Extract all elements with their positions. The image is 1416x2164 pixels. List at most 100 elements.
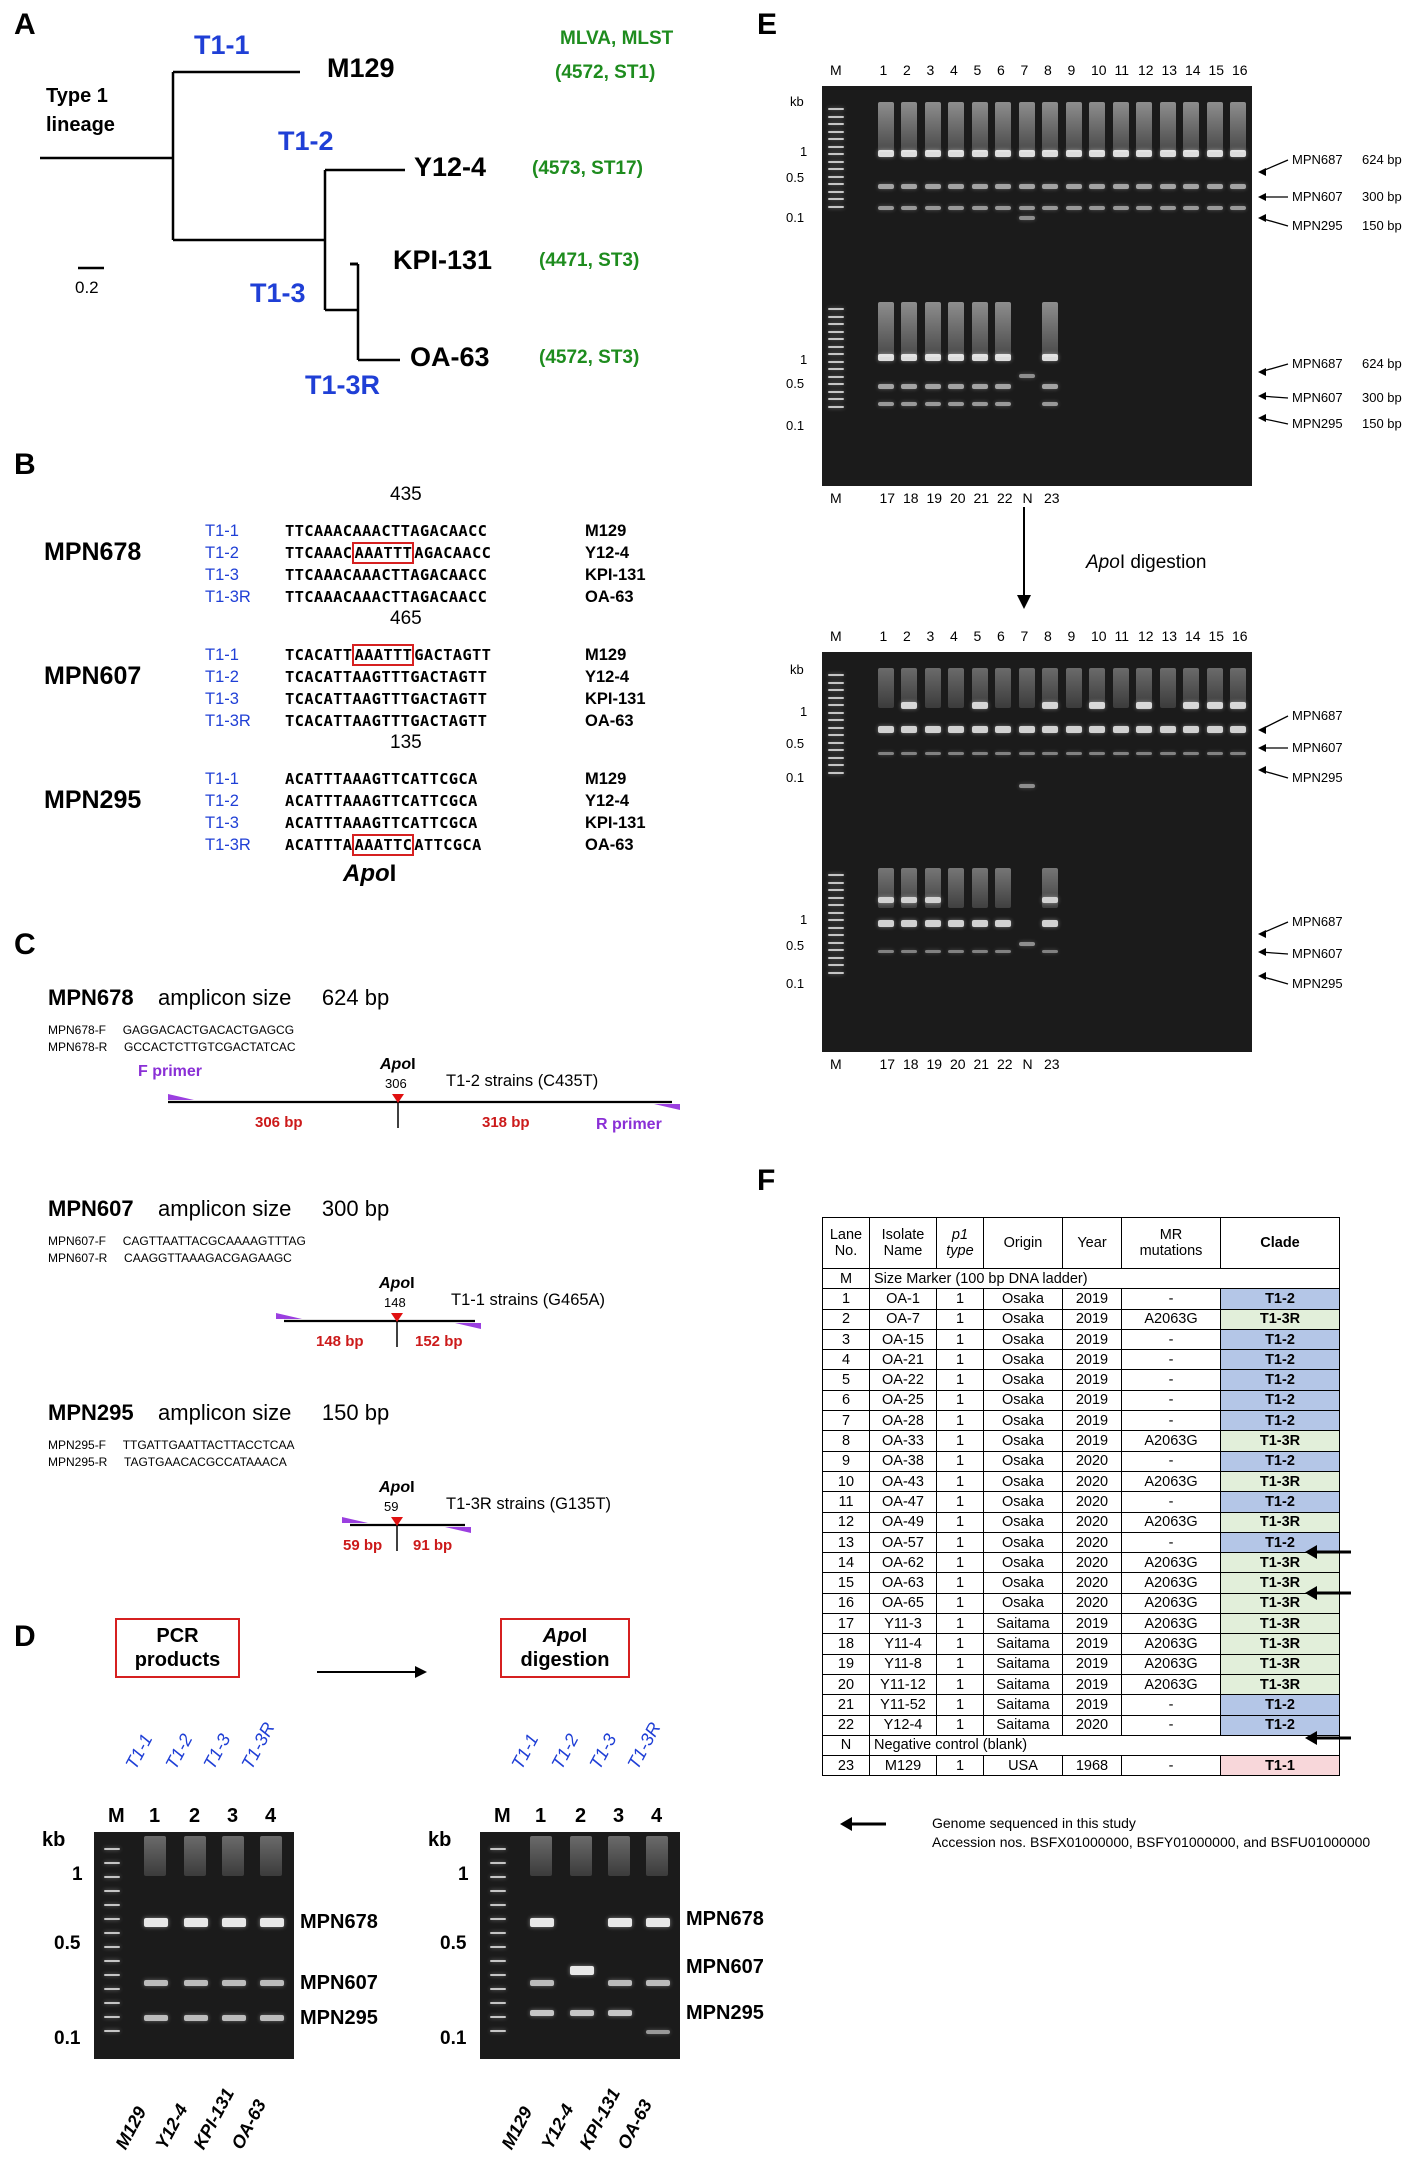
gel-band [971, 184, 988, 189]
table-cell: Osaka [983, 1349, 1063, 1371]
gel-top-lane-label-dig: 9 [1067, 628, 1076, 644]
gel-band [948, 950, 964, 953]
gel-smear [1230, 102, 1246, 152]
table-cell: 1 [936, 1511, 984, 1533]
table-cell: T1-2 [1220, 1369, 1340, 1391]
seq-part: TTCAAACAAACTTAGACAACC [285, 566, 488, 584]
pointer-head [1258, 414, 1266, 422]
gel-smear [608, 1836, 630, 1876]
target-strains: T1-3R strains (G135T) [446, 1495, 612, 1513]
table-cell: 2019 [1062, 1673, 1122, 1696]
seq-part: GACTAGTT [414, 646, 492, 664]
table-cell: 2020 [1062, 1592, 1122, 1615]
table-cell: Osaka [983, 1430, 1063, 1452]
gel-lane-strain: OA-63 [613, 2096, 657, 2153]
table-cell: T1-3R [1220, 1511, 1340, 1533]
gel-band [948, 726, 964, 733]
table-cell: Saitama [983, 1653, 1063, 1675]
gel-band [924, 726, 941, 733]
gel-top-lane-label: 4 [950, 62, 958, 78]
gel-band [1042, 402, 1058, 406]
ladder-band [828, 919, 844, 921]
table-cell: 12 [822, 1511, 870, 1533]
table-cell: USA [983, 1755, 1063, 1777]
gel-band-label: MPN607 [300, 1972, 378, 1994]
cut-position: 148 [384, 1295, 406, 1310]
gel-smear [222, 1836, 244, 1876]
amplicon-header: MPN678 amplicon size 624 bp [48, 985, 389, 1011]
gel-band [222, 1980, 246, 1986]
gel-smear [260, 1836, 282, 1876]
gel-band [1042, 206, 1058, 210]
gel-band [877, 402, 894, 406]
cut-enzyme: ApoI [380, 1056, 416, 1073]
gel-bottom-lane-label-dig: N [1022, 1056, 1033, 1072]
gel-ladder-label: 0.1 [54, 2028, 81, 2049]
amplicon-size: 300 bp [321, 1196, 390, 1221]
gel-lane-clade: T1-1 [121, 1730, 157, 1773]
gel-smear [995, 302, 1011, 357]
gel-band [901, 897, 917, 903]
gel-top-lane-label: 16 [1232, 62, 1248, 78]
gene-name: MPN678 [44, 538, 142, 566]
band-name-label: MPN687 [1292, 708, 1343, 723]
gel-band [1230, 752, 1246, 755]
table-cell: 1 [936, 1410, 984, 1432]
table-header-cell: Lane No. [822, 1217, 870, 1269]
gel-band [1065, 206, 1082, 210]
ladder-band [828, 874, 844, 876]
band-name-label: MPN607 [1292, 390, 1343, 405]
strain-m129: M129 [327, 53, 395, 83]
table-cell: Saitama [983, 1694, 1063, 1716]
table-cell: 2 [822, 1308, 870, 1330]
gel-top-lane-label: 11 [1114, 62, 1130, 78]
gel-band [1206, 752, 1223, 755]
table-cell: Osaka [983, 1531, 1063, 1554]
band-pointer-arrow [1258, 414, 1289, 425]
amplicon-map [342, 1517, 471, 1551]
alignment-sequence: ACATTTAAAGTTCATTCGCA [285, 770, 478, 788]
table-cell: T1-3R [1220, 1673, 1340, 1696]
digestion-word: digestion [520, 1649, 610, 1671]
table-cell: - [1121, 1755, 1221, 1777]
table-cell: T1-2 [1220, 1389, 1340, 1412]
primer-f-name: MPN607-F [48, 1234, 107, 1248]
table-cell: 8 [822, 1430, 870, 1452]
gel-band [924, 402, 941, 406]
pointer-head [1258, 930, 1266, 938]
gel-smear [570, 1836, 592, 1876]
gel-band [948, 354, 964, 361]
gel-band [995, 752, 1011, 755]
gel-lane-clade: T1-2 [161, 1730, 197, 1773]
alignment-clade: T1-1 [205, 522, 239, 540]
gel-band [1206, 726, 1223, 733]
gel-smear [995, 868, 1011, 908]
gel-smear [1159, 102, 1176, 152]
table-cell: Size Marker (100 bp DNA ladder) [869, 1267, 1340, 1290]
pointer-head [1258, 193, 1266, 201]
table-cell: 1 [936, 1755, 984, 1777]
table-cell: Saitama [983, 1714, 1063, 1736]
gel-smear [924, 302, 941, 357]
alignment-sequence: TTCAAACAAACTTAGACAACC [285, 588, 487, 606]
target-strains: T1-1 strains (G465A) [451, 1291, 606, 1309]
gel-bottom-lane-label-dig: 17 [879, 1056, 896, 1072]
gel-top-lane-label: 7 [1020, 62, 1029, 78]
gel-smear [1112, 102, 1129, 152]
ladder-band [828, 360, 844, 363]
ladder-band [490, 1848, 506, 1850]
gel-lane-strain: OA-63 [227, 2096, 271, 2153]
gel-smear [948, 302, 964, 357]
ladder-band [828, 719, 844, 721]
gel-smear [877, 302, 894, 357]
table-cell: Y11-3 [869, 1613, 937, 1635]
ladder-band [828, 130, 844, 133]
gel-top-lane-label: 9 [1067, 62, 1076, 78]
seq-part: AGACAACC [414, 544, 492, 562]
primer-r-name: MPN678-R [48, 1040, 108, 1054]
cut-site-marker [391, 1517, 403, 1526]
